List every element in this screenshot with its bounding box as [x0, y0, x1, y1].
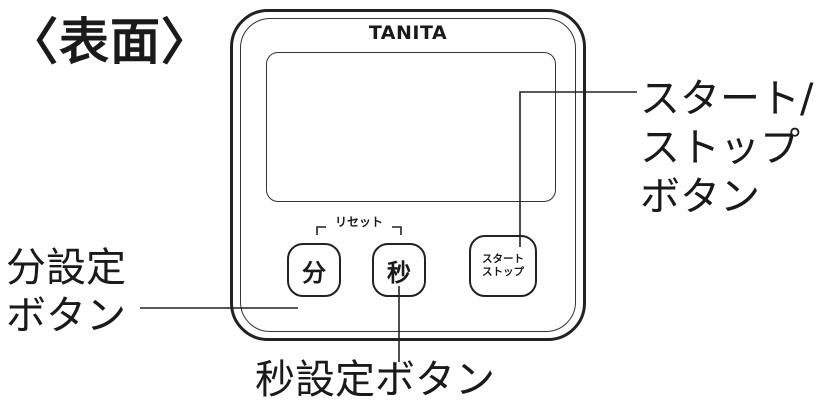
minute-set-callout: 分設定 ボタン [6, 244, 126, 340]
minute-set-callout-line2: ボタン [6, 293, 126, 339]
brand-logo: TANITA [368, 22, 448, 44]
second-button[interactable]: 秒 [372, 243, 426, 297]
start-stop-callout-line2: ストップ [640, 125, 800, 171]
reset-bracket [316, 226, 402, 235]
start-stop-callout-line3: ボタン [640, 174, 760, 220]
start-stop-line1: スタート [482, 253, 524, 265]
start-stop-callout-line1: スタート/ [640, 76, 814, 122]
start-stop-button[interactable]: スタート ストップ [469, 235, 537, 297]
start-stop-callout: スタート/ ストップ ボタン [640, 75, 813, 222]
page-title: 〈表面〉 [8, 13, 212, 71]
second-set-callout: 秒設定ボタン [255, 357, 495, 403]
reset-label: リセット [334, 215, 383, 229]
minute-set-callout-line1: 分設定 [6, 245, 126, 291]
minute-button[interactable]: 分 [287, 243, 341, 297]
lcd-display [266, 52, 556, 202]
start-stop-line2: ストップ [482, 266, 524, 278]
